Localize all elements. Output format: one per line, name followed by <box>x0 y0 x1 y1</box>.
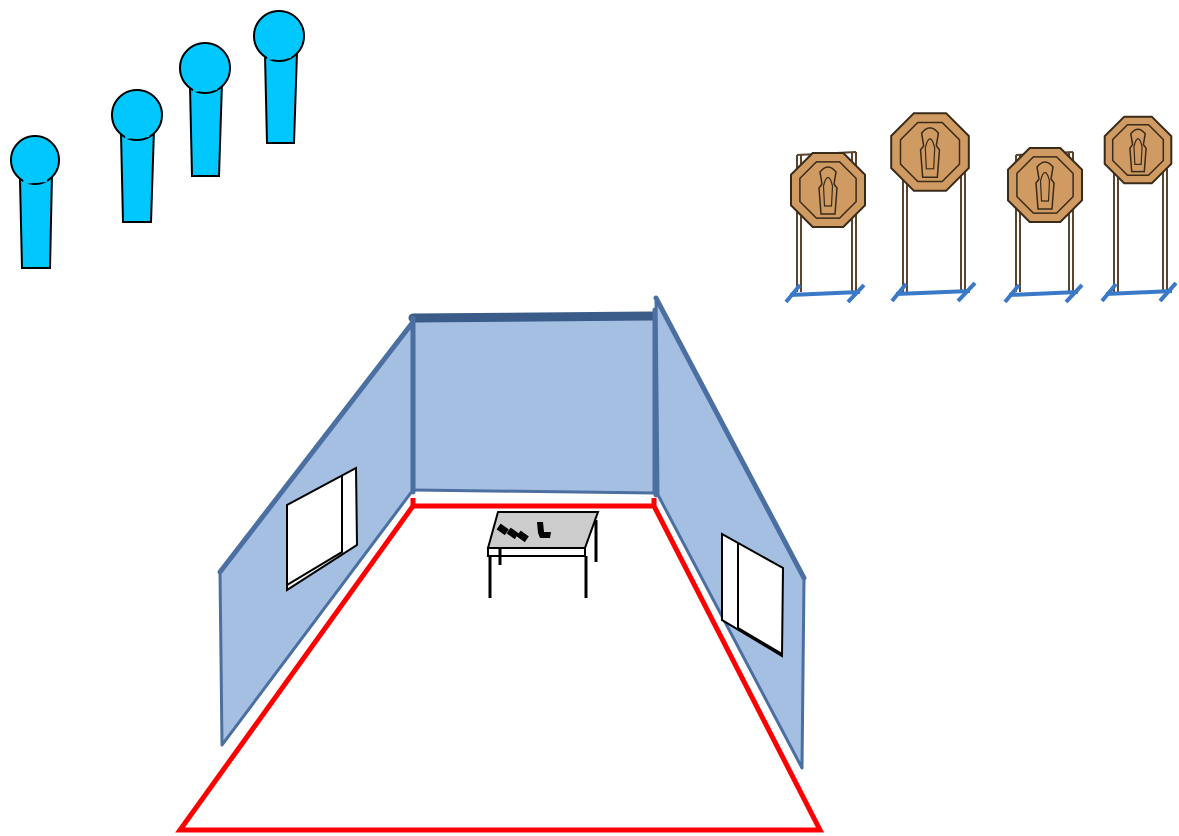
steel-target[interactable] <box>1100 115 1178 303</box>
steel-plate-center <box>822 176 834 207</box>
steel-plate-silhouette <box>818 166 838 215</box>
back-wall <box>411 316 656 495</box>
steel-plate <box>790 152 866 228</box>
steel-target[interactable] <box>784 151 866 304</box>
right-window[interactable] <box>721 532 785 658</box>
steel-targets-group <box>784 112 1178 304</box>
magazine-icon <box>496 523 509 536</box>
magazine-icon <box>506 527 519 540</box>
steel-plate-center <box>1039 171 1051 202</box>
paper-target[interactable] <box>179 42 231 177</box>
left-window[interactable] <box>286 466 359 592</box>
steel-plate-silhouette <box>919 127 941 178</box>
steel-plate-center <box>1133 138 1143 165</box>
paper-target[interactable] <box>10 135 60 269</box>
shooting-area <box>217 295 807 770</box>
paper-target[interactable] <box>111 89 163 223</box>
magazine-icon <box>516 530 529 543</box>
pistol-icon <box>537 522 551 538</box>
steel-plate <box>890 112 970 192</box>
steel-plate-ring <box>799 161 857 219</box>
start-table[interactable] <box>486 511 600 598</box>
steel-plate-ring <box>1016 156 1074 214</box>
steel-plate-ring <box>899 121 961 183</box>
paper-target[interactable] <box>253 10 305 144</box>
steel-plate-silhouette <box>1129 128 1147 173</box>
paper-targets-group <box>10 10 305 269</box>
steel-target[interactable] <box>1003 147 1084 304</box>
steel-plate <box>1007 147 1083 223</box>
steel-plate-silhouette <box>1035 161 1055 210</box>
steel-plate-ring <box>1111 123 1165 177</box>
fault-line <box>175 503 825 833</box>
steel-plate <box>1103 115 1173 185</box>
steel-plate-center <box>924 138 936 170</box>
steel-target[interactable] <box>890 112 977 303</box>
